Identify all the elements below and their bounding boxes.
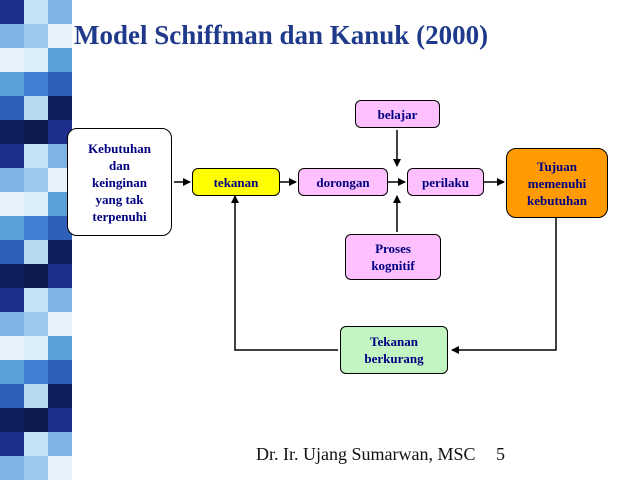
- mosaic-tile: [48, 432, 72, 456]
- mosaic-tile: [0, 168, 24, 192]
- mosaic-tile: [0, 216, 24, 240]
- mosaic-tile: [48, 288, 72, 312]
- feedback-tekanan-berkurang-to-tekanan: [231, 195, 338, 351]
- mosaic-tile: [0, 72, 24, 96]
- mosaic-tile: [48, 24, 72, 48]
- mosaic-tile: [0, 192, 24, 216]
- mosaic-tile: [0, 120, 24, 144]
- mosaic-tile: [24, 48, 48, 72]
- mosaic-tile: [24, 312, 48, 336]
- node-tujuan: Tujuan memenuhi kebutuhan: [506, 148, 608, 218]
- mosaic-tile: [48, 336, 72, 360]
- mosaic-tile: [0, 144, 24, 168]
- mosaic-tile: [24, 264, 48, 288]
- mosaic-tile: [0, 360, 24, 384]
- mosaic-tile: [24, 384, 48, 408]
- node-perilaku: perilaku: [407, 168, 484, 196]
- mosaic-tile: [24, 168, 48, 192]
- mosaic-tile: [0, 312, 24, 336]
- node-proses-kognitif: Proses kognitif: [345, 234, 441, 280]
- footer-author: Dr. Ir. Ujang Sumarwan, MSC: [256, 444, 476, 464]
- page-number: 5: [496, 444, 505, 464]
- mosaic-tile: [0, 264, 24, 288]
- mosaic-tile: [0, 288, 24, 312]
- mosaic-tile: [0, 456, 24, 480]
- mosaic-tile: [24, 144, 48, 168]
- mosaic-tile: [48, 408, 72, 432]
- node-tekanan-berkurang: Tekanan berkurang: [340, 326, 448, 374]
- mosaic-tile: [0, 336, 24, 360]
- mosaic-tile: [0, 240, 24, 264]
- mosaic-tile: [48, 96, 72, 120]
- mosaic-tile: [48, 384, 72, 408]
- mosaic-tile: [48, 456, 72, 480]
- mosaic-tile: [24, 96, 48, 120]
- decorative-mosaic-strip: [0, 0, 72, 480]
- node-dorongan: dorongan: [298, 168, 388, 196]
- mosaic-tile: [48, 0, 72, 24]
- mosaic-tile: [24, 240, 48, 264]
- node-belajar: belajar: [355, 100, 440, 128]
- mosaic-tile: [24, 336, 48, 360]
- mosaic-tile: [0, 96, 24, 120]
- mosaic-tile: [24, 408, 48, 432]
- mosaic-tile: [0, 48, 24, 72]
- mosaic-tile: [24, 120, 48, 144]
- mosaic-tile: [24, 192, 48, 216]
- feedback-tujuan-to-tekanan-berkurang: [451, 218, 557, 354]
- mosaic-tile: [48, 264, 72, 288]
- mosaic-tile: [48, 312, 72, 336]
- mosaic-tile: [0, 432, 24, 456]
- node-tekanan: tekanan: [192, 168, 280, 196]
- mosaic-tile: [0, 408, 24, 432]
- mosaic-tile: [48, 360, 72, 384]
- mosaic-tile: [24, 360, 48, 384]
- mosaic-tile: [0, 0, 24, 24]
- mosaic-tile: [0, 384, 24, 408]
- mosaic-tile: [24, 456, 48, 480]
- mosaic-tile: [24, 72, 48, 96]
- mosaic-tile: [48, 72, 72, 96]
- mosaic-tile: [24, 216, 48, 240]
- node-kebutuhan: Kebutuhan dan keinginan yang tak terpenu…: [67, 128, 172, 236]
- mosaic-tile: [0, 24, 24, 48]
- mosaic-tile: [24, 288, 48, 312]
- mosaic-tile: [24, 0, 48, 24]
- slide-title: Model Schiffman dan Kanuk (2000): [74, 20, 489, 50]
- mosaic-tile: [24, 24, 48, 48]
- mosaic-tile: [24, 432, 48, 456]
- mosaic-tile: [48, 240, 72, 264]
- mosaic-tile: [48, 48, 72, 72]
